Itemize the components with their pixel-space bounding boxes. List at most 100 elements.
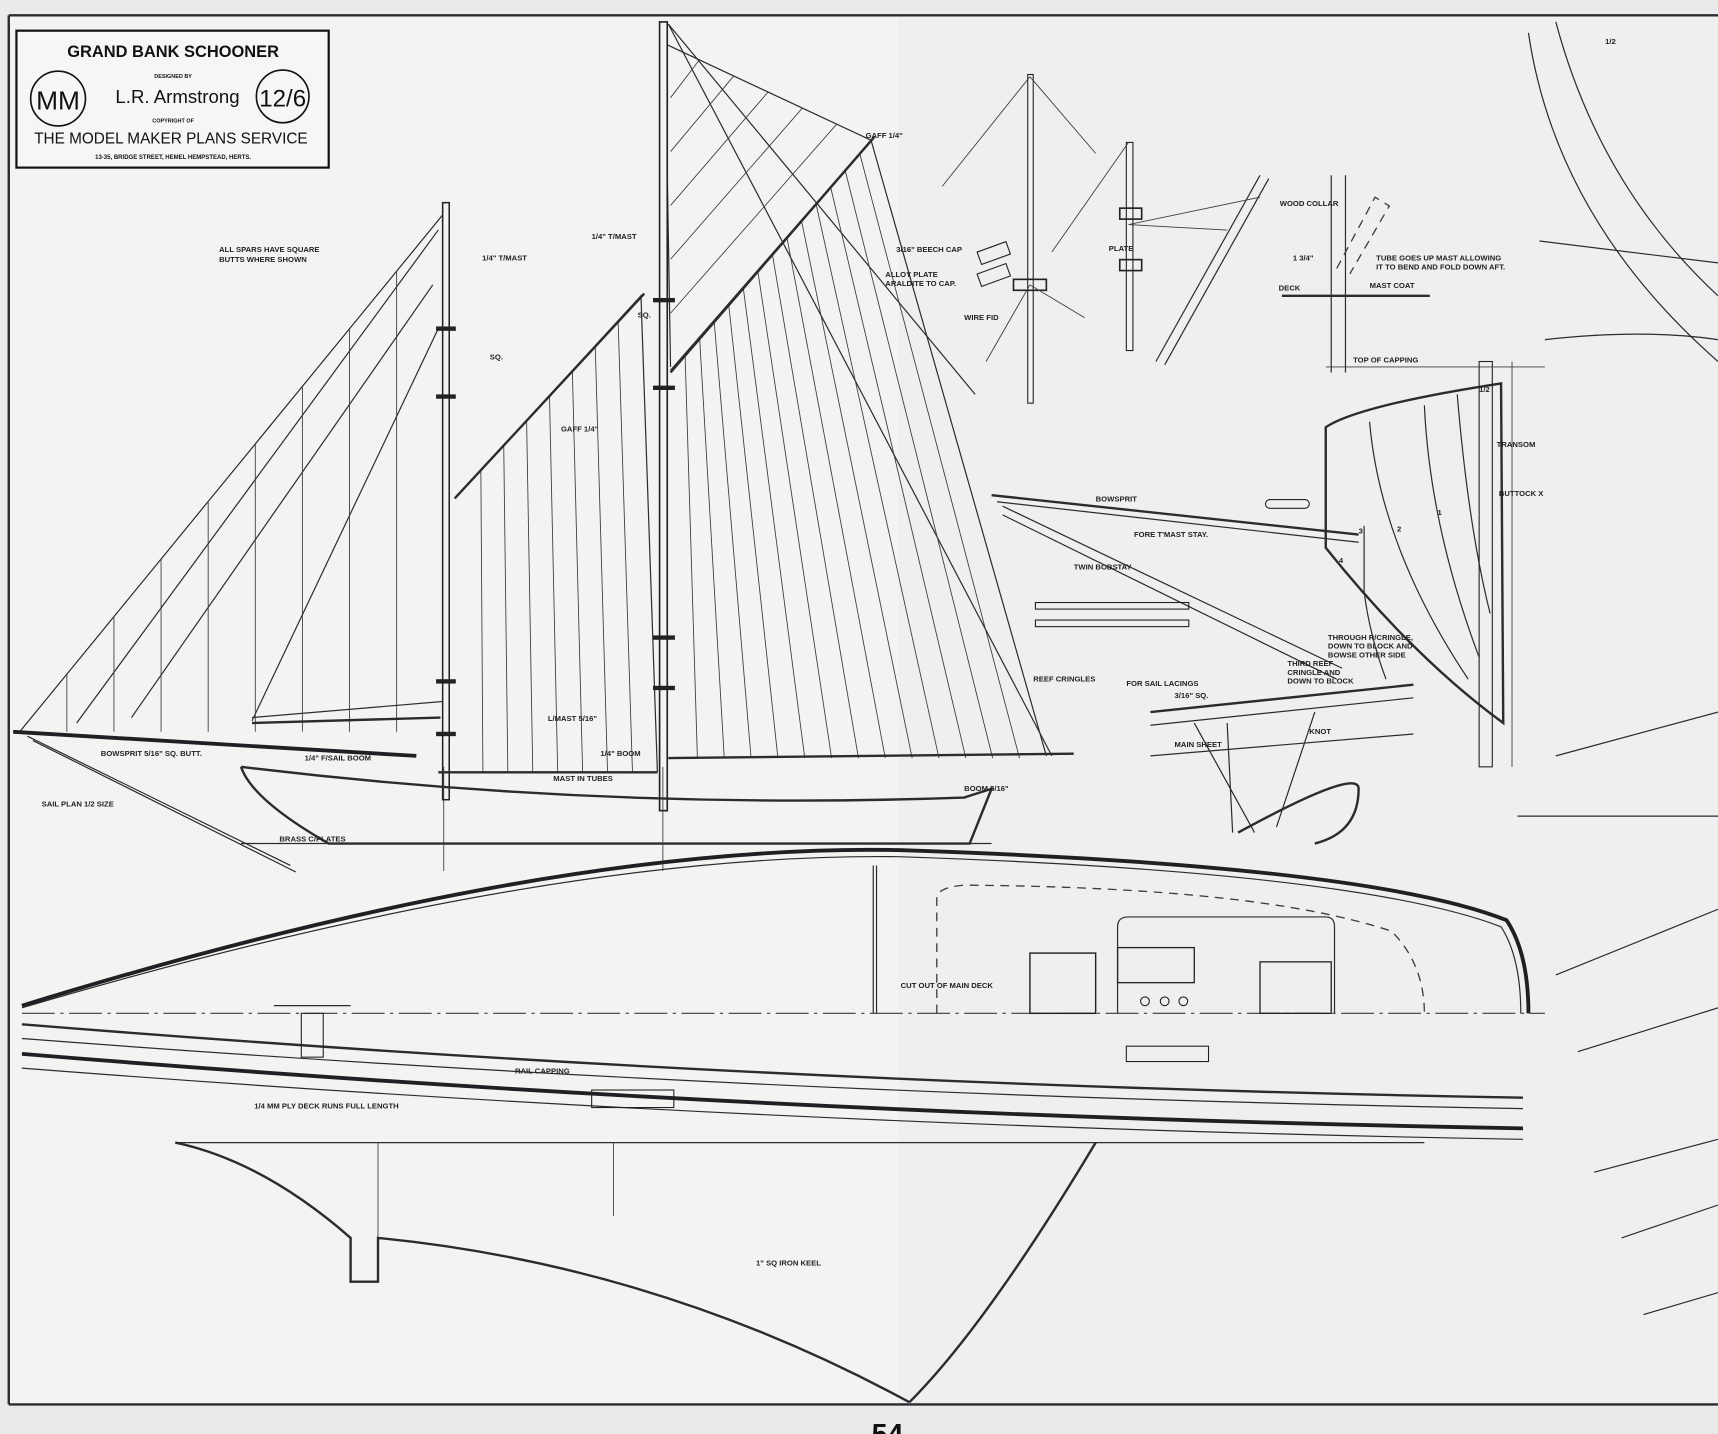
sail-seam — [670, 91, 769, 206]
through-label-3: BOWSE OTHER SIDE — [1328, 650, 1406, 659]
tube-note-2: IT TO BEND AND FOLD DOWN AFT. — [1376, 262, 1505, 271]
sail-seam — [684, 355, 698, 759]
sail-seam — [786, 237, 886, 759]
sail-seam — [503, 445, 509, 773]
drawing-title: GRAND BANK SCHOONER — [67, 43, 279, 61]
sail-seam — [549, 395, 559, 773]
sail-seam — [699, 338, 725, 759]
title-block: GRAND BANK SCHOONER DESIGNED BY MM L.R. … — [15, 29, 330, 169]
sail-seam — [801, 220, 913, 759]
sail-plan: ALL SPARS HAVE SQUARE BUTTS WHERE SHOWN … — [13, 21, 1095, 873]
iron-keel-label: 1" SQ IRON KEEL — [756, 1258, 821, 1267]
twin-bobstay-label: TWIN BOBSTAY — [1074, 563, 1132, 572]
section-4: 4 — [1339, 556, 1344, 565]
third-reef-label-3: DOWN TO BLOCK — [1287, 677, 1354, 686]
deck-label: DECK — [1279, 283, 1301, 292]
fore-topmast-label: 1/4" T/MAST — [482, 254, 527, 263]
mast-coat-label: MAST COAT — [1370, 281, 1415, 290]
through-label-2: DOWN TO BLOCK AND — [1328, 642, 1413, 651]
sail-seam — [594, 345, 608, 773]
ply-deck-label: 1/4 MM PLY DECK RUNS FULL LENGTH — [254, 1102, 399, 1111]
sail-seam — [670, 123, 838, 314]
sail-seam — [713, 321, 752, 759]
publisher-name: THE MODEL MAKER PLANS SERVICE — [34, 131, 307, 148]
foremast — [441, 201, 450, 801]
sail-seam — [844, 170, 994, 759]
knot-label: KNOT — [1309, 727, 1331, 736]
sail-lacings-label: FOR SAIL LACINGS — [1126, 679, 1198, 688]
plate-label: PLATE — [1109, 244, 1134, 253]
sail-seam — [526, 420, 534, 773]
main-topmast-label: 1/4" T/MAST — [592, 232, 637, 241]
alloy-plate-label-2: ARALDITE TO CAP. — [885, 279, 956, 288]
lower-mast-label: L/MAST 5/16" — [548, 714, 598, 723]
sail-seam — [859, 153, 1020, 759]
reef-cringles-label: REEF CRINGLES — [1033, 674, 1095, 683]
price-badge: 12/6 — [255, 69, 310, 124]
fore-gaff — [453, 292, 646, 500]
sail-seam — [670, 75, 735, 152]
sail-seam — [815, 204, 940, 759]
fore-gaff-label: GAFF 1/4" — [561, 425, 599, 434]
main-sq-label: SQ. — [638, 311, 651, 320]
half-label-2: 1/2 — [1605, 37, 1616, 46]
designer-name: L.R. Armstrong — [115, 86, 239, 107]
wire-fid-label: WIRE FID — [964, 313, 999, 322]
section-3: 3 — [1359, 527, 1363, 536]
sail-seam — [742, 288, 806, 759]
section-2: 2 — [1397, 524, 1401, 533]
beech-cap-label: 3/16" BEECH CAP — [896, 245, 962, 254]
spars-note-1: ALL SPARS HAVE SQUARE — [219, 245, 319, 254]
top-of-capping-label: TOP OF CAPPING — [1353, 356, 1418, 365]
section-1: 1 — [1438, 508, 1443, 517]
fore-tmast-stay-label: FORE T'MAST STAY. — [1134, 530, 1208, 539]
foresail-boom-label: 1/4" F/SAIL BOOM — [305, 753, 371, 762]
through-label-1: THROUGH R/CRINGLE, — [1328, 633, 1413, 642]
sail-seam — [670, 59, 700, 98]
third-reef-label-1: THIRD REEF — [1287, 659, 1333, 668]
lacing-size-label: 3/16" SQ. — [1175, 691, 1209, 700]
hull-profile: RAIL CAPPING 1/4 MM PLY DECK RUNS FULL L… — [21, 1005, 1524, 1404]
sail-seam — [670, 107, 803, 260]
svg-text:MM: MM — [36, 86, 80, 116]
brass-plates-label: BRASS C/PLATES — [279, 834, 345, 843]
page-number: 54 — [872, 1419, 904, 1434]
designed-by-label: DESIGNED BY — [154, 74, 192, 80]
svg-text:12/6: 12/6 — [259, 85, 306, 112]
sail-seam — [480, 470, 484, 773]
main-gaff-label: GAFF 1/4" — [866, 131, 904, 140]
sail-plan-scale: SAIL PLAN 1/2 SIZE — [42, 799, 114, 808]
fore-staysail-boom — [251, 716, 441, 725]
sail-seam — [830, 187, 967, 759]
collar-height-label: 1 3/4" — [1293, 254, 1314, 263]
sail-seam — [571, 370, 584, 773]
rigging-details: 3/16" BEECH CAP ALLOY PLATE ARALDITE TO … — [885, 21, 1718, 1316]
sail-seam — [757, 271, 833, 759]
spars-note-2: BUTTS WHERE SHOWN — [219, 255, 307, 264]
transom-label: TRANSOM — [1497, 440, 1536, 449]
deck-plan: BRASS C/PLATES CUT OUT OF MAIN DECK — [21, 834, 1545, 1015]
main-sheet-label: MAIN SHEET — [1175, 740, 1223, 749]
sail-seam — [617, 320, 633, 773]
publisher-address: 13-35, BRIDGE STREET, HEMEL HEMPSTEAD, H… — [95, 155, 251, 161]
half-label: 1/2 — [1479, 385, 1490, 394]
cut-out-label: CUT OUT OF MAIN DECK — [901, 981, 994, 990]
mm-logo: MM — [29, 70, 87, 127]
main-boom-label: BOOM 5/16" — [964, 784, 1009, 793]
tube-note-1: TUBE GOES UP MAST ALLOWING — [1376, 254, 1501, 263]
bowsprit — [13, 729, 417, 758]
sail-seam — [728, 305, 779, 759]
wood-collar-label: WOOD COLLAR — [1280, 199, 1339, 208]
alloy-plate-label-1: ALLOY PLATE — [885, 270, 937, 279]
mast-in-tubes-label: MAST IN TUBES — [553, 774, 613, 783]
main-gaff — [669, 136, 876, 374]
fore-sq-label: SQ. — [490, 352, 503, 361]
rail-capping-label: RAIL CAPPING — [515, 1067, 570, 1076]
sail-seam — [772, 254, 859, 759]
sheet-frame — [7, 14, 1718, 1406]
copyright-label: COPYRIGHT OF — [152, 119, 194, 125]
buttock-label: BUTTOCK X — [1499, 489, 1544, 498]
fore-boom-label: 1/4" BOOM — [600, 749, 640, 758]
main-boom — [668, 752, 1074, 760]
